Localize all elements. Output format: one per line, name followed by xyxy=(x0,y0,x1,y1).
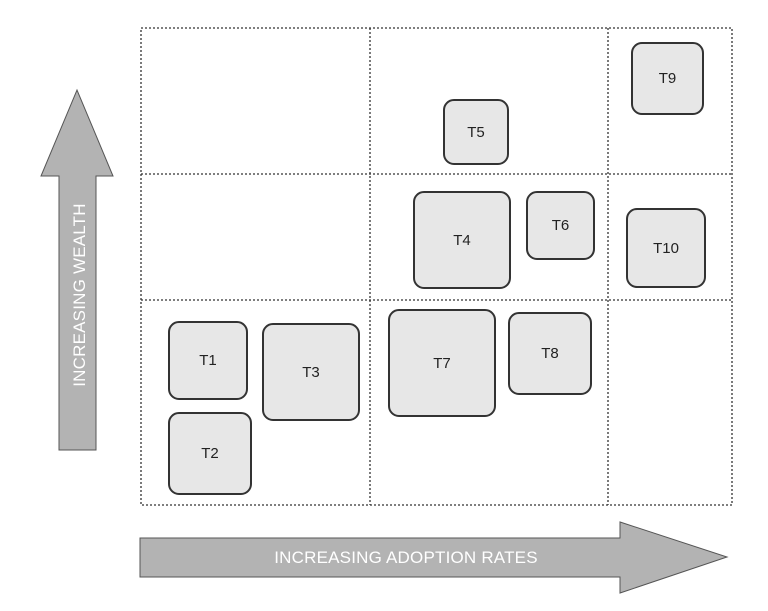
grid-lines xyxy=(140,27,733,506)
tile-t3: T3 xyxy=(262,323,360,421)
tile-t2: T2 xyxy=(168,412,252,495)
x-axis-label: INCREASING ADOPTION RATES xyxy=(274,548,538,567)
y-axis-label: INCREASING WEALTH xyxy=(70,203,89,387)
tile-t8: T8 xyxy=(508,312,592,395)
tile-t4: T4 xyxy=(413,191,511,289)
tile-t6: T6 xyxy=(526,191,595,260)
tile-t5: T5 xyxy=(443,99,509,165)
tile-t1: T1 xyxy=(168,321,248,400)
wealth-arrow xyxy=(40,88,114,451)
adoption-arrow xyxy=(139,521,729,594)
tile-t9: T9 xyxy=(631,42,704,115)
tile-t10: T10 xyxy=(626,208,706,288)
grid-frame xyxy=(140,27,733,506)
tile-t7: T7 xyxy=(388,309,496,417)
